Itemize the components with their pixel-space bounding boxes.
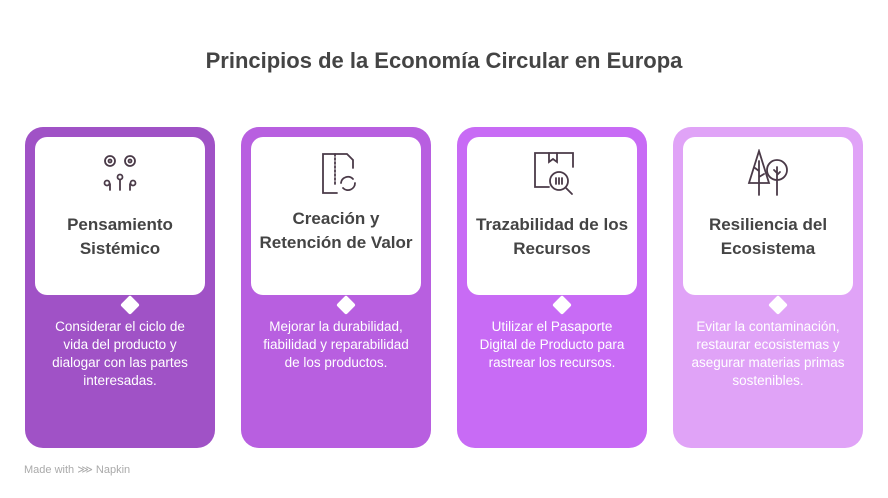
card-description: Evitar la contaminación, restaurar ecosi… (691, 319, 845, 388)
card-heading: Resiliencia del Ecosistema (708, 215, 828, 258)
gears-network-icon (103, 155, 137, 191)
card-header-box: Trazabilidad de los Recursos (467, 137, 637, 315)
card-heading: Pensamiento Sistémico (67, 215, 173, 258)
card-resiliencia-ecosistema: Resiliencia del Ecosistema Evitar la con… (673, 127, 863, 448)
card-header-box: Resiliencia del Ecosistema (683, 137, 853, 315)
card-trazabilidad-recursos: Trazabilidad de los Recursos Utilizar el… (457, 127, 647, 448)
trees-icon (747, 149, 788, 196)
box-search-icon (534, 152, 574, 195)
card-description: Mejorar la durabilidad, fiabilidad y rep… (263, 319, 409, 370)
card-heading: Creación y Retención de Valor (259, 209, 413, 252)
napkin-watermark: Made with ⋙ Napkin (24, 464, 131, 476)
card-pensamiento-sistemico: Pensamiento Sistémico Considerar el cicl… (25, 127, 215, 448)
document-refresh-icon (322, 153, 356, 194)
card-description: Utilizar el Pasaporte Digital de Product… (479, 319, 625, 370)
card-header-box: Creación y Retención de Valor (251, 137, 421, 315)
card-creacion-retencion-valor: Creación y Retención de Valor Mejorar la… (241, 127, 431, 448)
card-description: Considerar el ciclo de vida del producto… (52, 319, 188, 388)
card-header-box: Pensamiento Sistémico (35, 137, 205, 315)
card-heading: Trazabilidad de los Recursos (475, 215, 629, 258)
page-title: Principios de la Economía Circular en Eu… (205, 48, 683, 73)
